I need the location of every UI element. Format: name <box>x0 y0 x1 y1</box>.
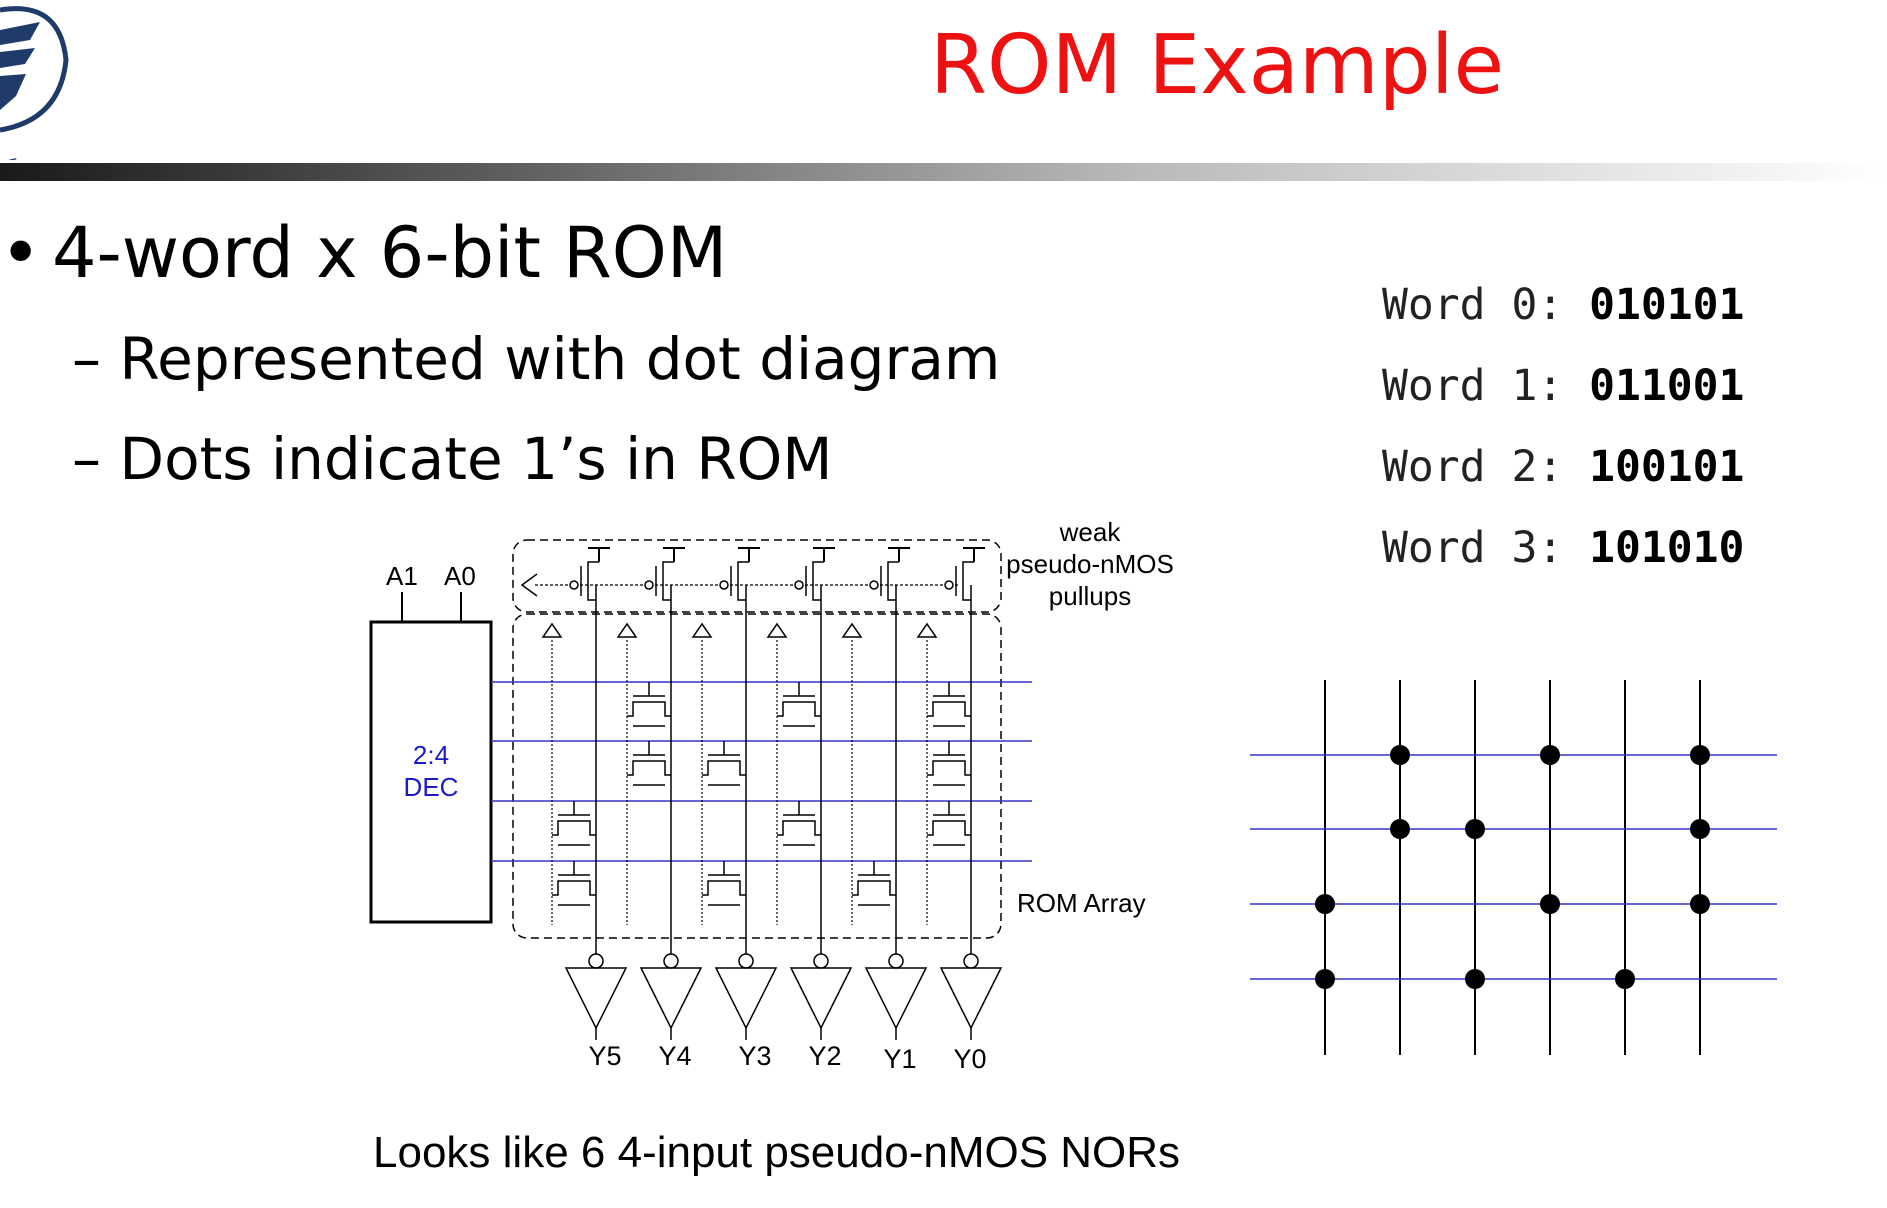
array-transistor <box>927 682 971 727</box>
output-inverter <box>564 967 628 1030</box>
pullup-channel <box>662 561 674 601</box>
rom-dot <box>1315 894 1335 914</box>
addr-input-a1: A1 <box>386 561 418 591</box>
logo-icon: ٍ <box>0 6 69 160</box>
bullet-main-text: 4-word x 6-bit ROM <box>52 212 728 294</box>
array-transistor <box>702 741 746 786</box>
rom-dot <box>1615 969 1635 989</box>
ground-arrow <box>616 622 638 638</box>
array-transistor <box>777 682 821 727</box>
page-title: ROM Example <box>930 18 1505 113</box>
output-y1: Y1 <box>883 1044 916 1074</box>
pullup-channel <box>812 561 824 601</box>
pullup-channel <box>962 561 974 601</box>
rom-dot <box>1465 819 1485 839</box>
array-transistor <box>702 861 746 906</box>
output-y0: Y0 <box>953 1044 986 1074</box>
array-transistor <box>627 682 671 727</box>
pullup-label-line3: pullups <box>1049 581 1131 611</box>
word-row: Word 3: 101010 <box>1382 523 1744 604</box>
array-transistor <box>552 801 596 846</box>
decoder-label-line2: DEC <box>404 772 459 802</box>
pullup-bubble <box>569 580 579 590</box>
array-transistor <box>777 801 821 846</box>
array-transistor <box>627 741 671 786</box>
word-row: Word 1: 011001 <box>1382 361 1744 442</box>
bullet-dot: • <box>0 212 42 294</box>
word-label: Word 1: <box>1382 361 1590 411</box>
output-inverter <box>864 967 928 1030</box>
word-value: 011001 <box>1589 361 1745 411</box>
word-row: Word 2: 100101 <box>1382 442 1744 523</box>
pullup-bubble <box>869 580 879 590</box>
pullup-channel <box>887 561 899 601</box>
word-label: Word 2: <box>1382 442 1590 492</box>
rom-dot <box>1690 745 1710 765</box>
addr-input-a0: A0 <box>444 561 476 591</box>
pullup-arrow <box>520 573 538 597</box>
rom-dot <box>1540 894 1560 914</box>
word-value: 101010 <box>1589 523 1745 573</box>
rom-dot <box>1690 894 1710 914</box>
rom-dot <box>1465 969 1485 989</box>
pullup-bubble <box>944 580 954 590</box>
ground-arrow <box>916 622 938 638</box>
rom-dot <box>1390 745 1410 765</box>
word-label: Word 0: <box>1382 280 1590 330</box>
decoder-label-line1: 2:4 <box>413 740 449 770</box>
pullup-channel <box>587 561 599 601</box>
array-transistor <box>852 861 896 906</box>
array-transistor <box>927 801 971 846</box>
ground-arrow <box>841 622 863 638</box>
pullup-bubble <box>644 580 654 590</box>
pullup-channel <box>737 561 749 601</box>
output-inverter <box>639 967 703 1030</box>
output-y2: Y2 <box>808 1041 841 1071</box>
rom-dot <box>1390 819 1410 839</box>
decoder-box <box>369 620 493 924</box>
bullet-sub-2: – Dots indicate 1’s in ROM <box>72 425 833 493</box>
output-inverter <box>789 967 853 1030</box>
pullup-label-line1: weak <box>1059 517 1122 547</box>
bullet-sub-1: – Represented with dot diagram <box>72 325 1001 393</box>
word-label: Word 3: <box>1382 523 1590 573</box>
word-value: 100101 <box>1589 442 1745 492</box>
word-value: 010101 <box>1589 280 1745 330</box>
output-inverter <box>714 967 778 1030</box>
word-row: Word 0: 010101 <box>1382 280 1744 361</box>
ground-arrow <box>541 622 563 638</box>
array-transistor <box>552 861 596 906</box>
word-list: Word 0: 010101 Word 1: 011001 Word 2: 10… <box>1382 280 1744 604</box>
rom-dot <box>1690 819 1710 839</box>
ground-arrow <box>691 622 713 638</box>
output-inverter <box>939 967 1003 1030</box>
rom-dot <box>1540 745 1560 765</box>
pullup-label-line2: pseudo-nMOS <box>1006 549 1174 579</box>
output-y5: Y5 <box>588 1041 621 1071</box>
output-y3: Y3 <box>738 1041 771 1071</box>
array-transistor <box>927 741 971 786</box>
rom-array-region <box>512 613 1002 939</box>
pullup-bubble <box>719 580 729 590</box>
caption: Looks like 6 4-input pseudo-nMOS NORs <box>373 1128 1181 1177</box>
ground-arrow <box>766 622 788 638</box>
output-y4: Y4 <box>658 1041 691 1071</box>
rom-dot <box>1315 969 1335 989</box>
array-label: ROM Array <box>1017 888 1146 918</box>
title-divider <box>0 163 1887 181</box>
pullup-bubble <box>794 580 804 590</box>
